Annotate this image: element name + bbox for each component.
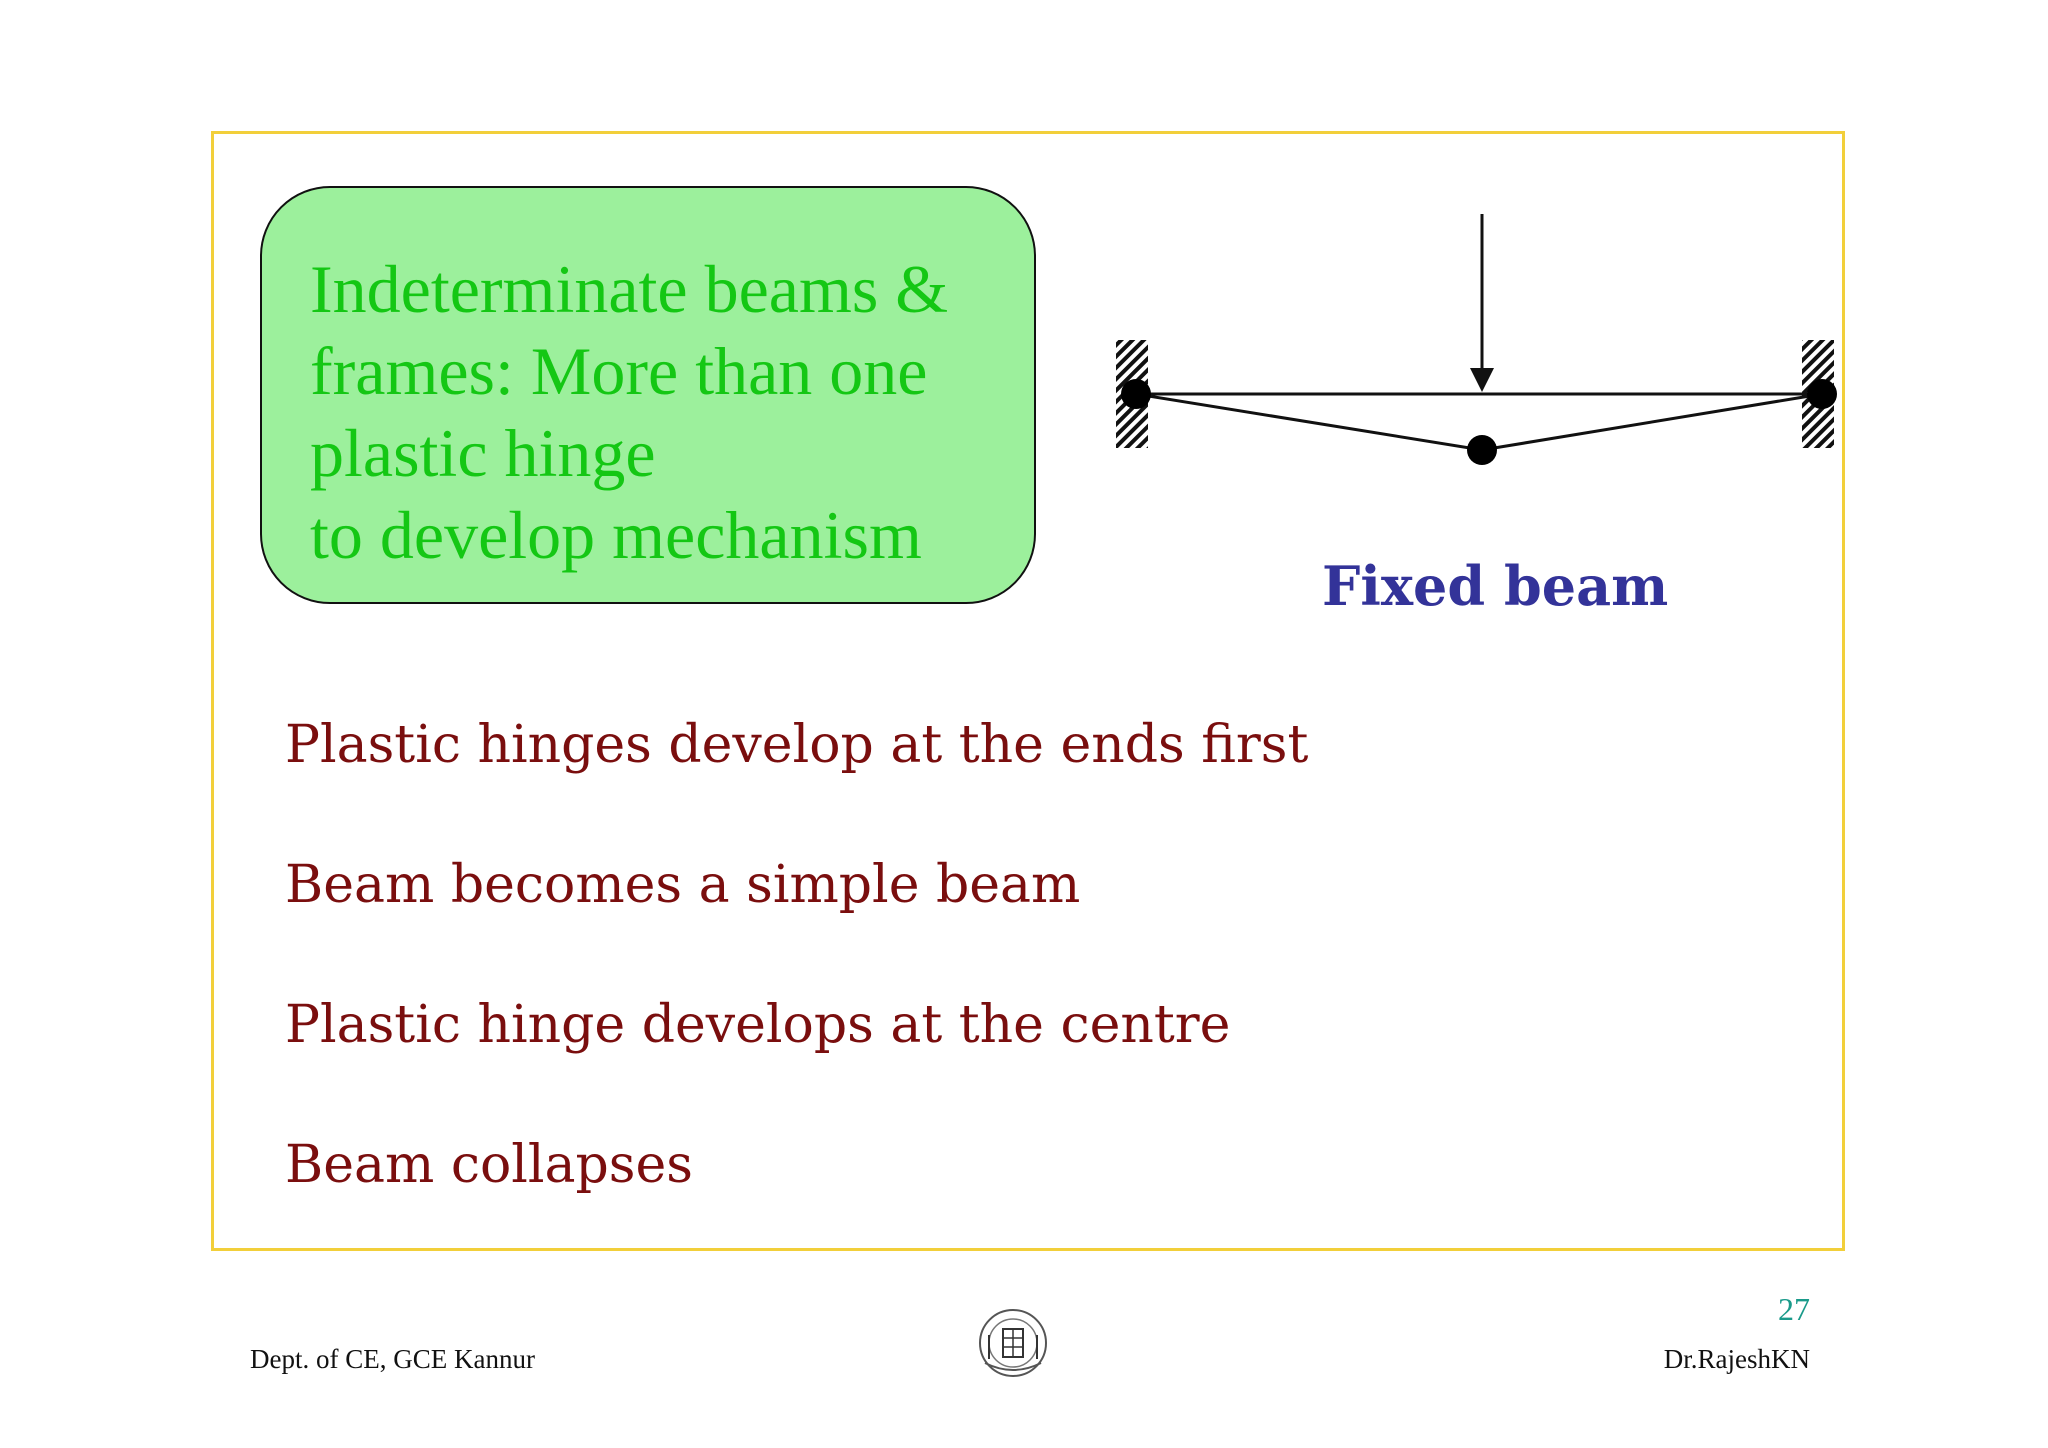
callout-line: plastic hinge (310, 415, 656, 491)
footer-department: Dept. of CE, GCE Kannur (250, 1344, 535, 1374)
callout-line: to develop mechanism (310, 497, 922, 573)
callout-text: Indeterminate beams & frames: More than … (310, 248, 1050, 576)
plastic-hinge-centre (1467, 435, 1497, 465)
plastic-hinge-left (1121, 379, 1151, 409)
footer-author: Dr.RajeshKN (1663, 1344, 1810, 1374)
college-logo-icon (979, 1309, 1047, 1377)
diagram-caption: Fixed beam (1322, 554, 1669, 618)
callout-box (260, 186, 1036, 604)
point-item: Plastic hinge develops at the centre (285, 995, 1231, 1055)
page-number: 27 (1778, 1291, 1810, 1327)
fixed-beam-diagram (1116, 214, 1837, 465)
callout-line: frames: More than one (310, 333, 928, 409)
slide-frame (211, 131, 1845, 1251)
plastic-hinge-right (1807, 379, 1837, 409)
point-item: Plastic hinges develop at the ends first (285, 715, 1309, 775)
load-arrow-head (1470, 368, 1494, 392)
callout-line: Indeterminate beams & (310, 251, 949, 327)
point-item: Beam collapses (285, 1135, 693, 1195)
point-item: Beam becomes a simple beam (285, 855, 1081, 915)
